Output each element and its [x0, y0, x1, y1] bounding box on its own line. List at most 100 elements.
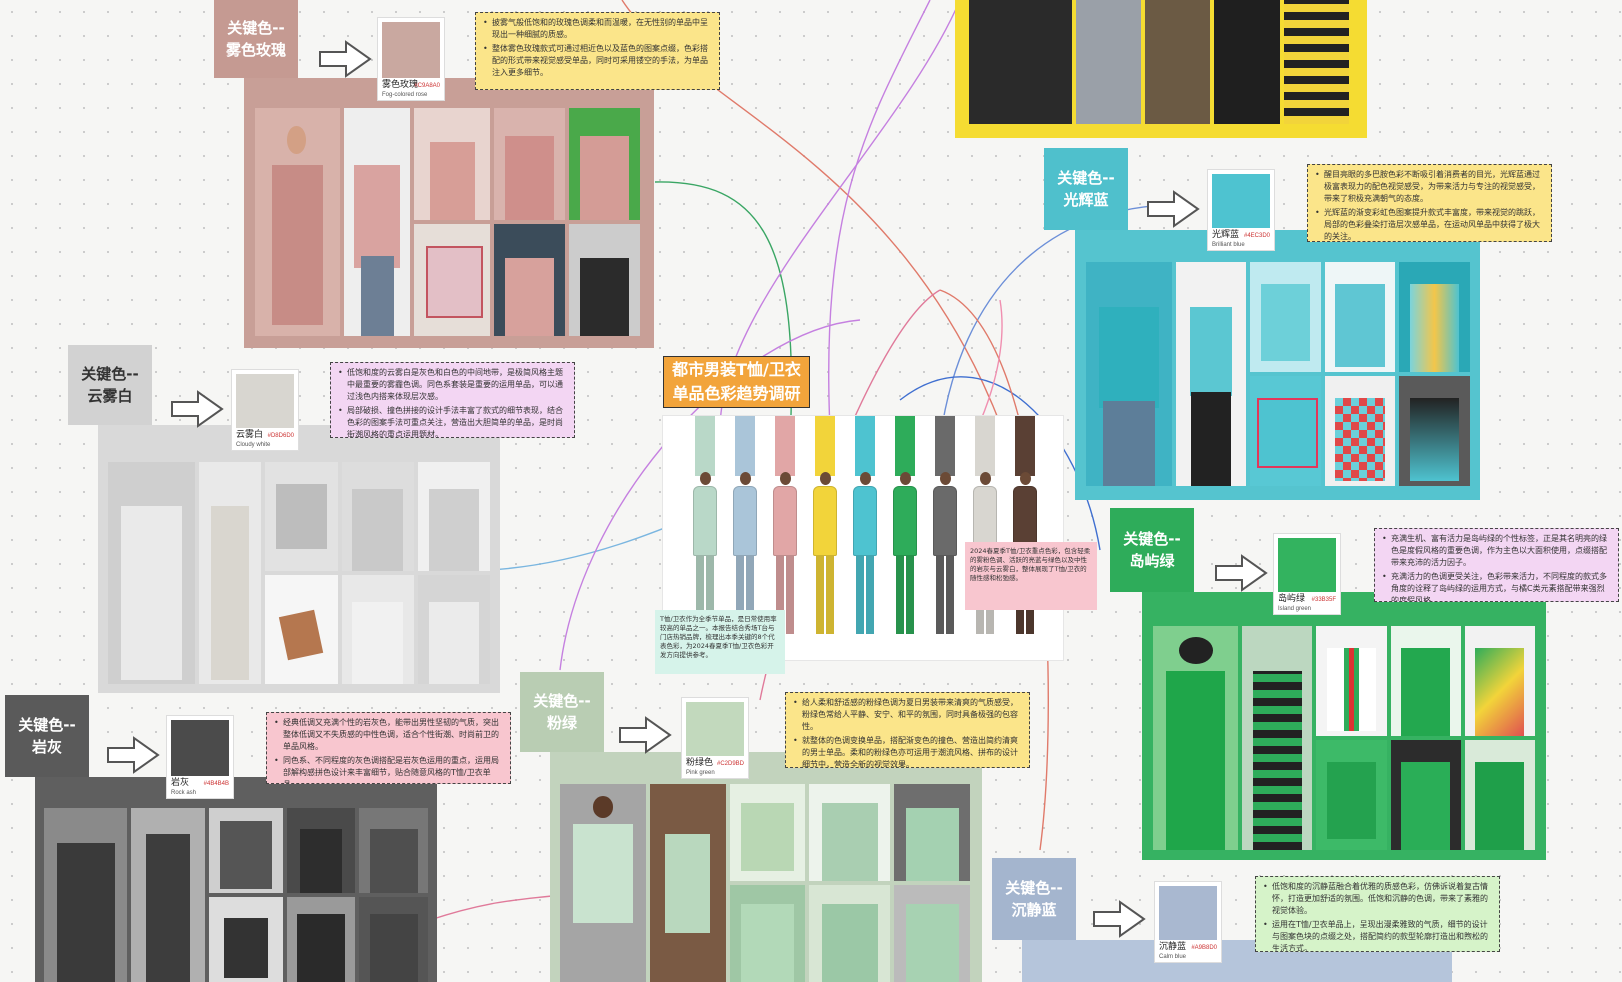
arrow-right-icon: [171, 390, 224, 428]
runway-card: [663, 416, 1063, 660]
photo: [1464, 740, 1535, 850]
photo: [1390, 626, 1461, 736]
note-rose: 披雾气般低饱和的玫瑰色调柔和而温暖，在无性别的单品中呈现出一种细腻的质感。整体雾…: [475, 12, 720, 90]
tag-green: 关键色-- 岛屿绿: [1110, 508, 1194, 592]
color-strip: [935, 416, 955, 476]
color-strip: [695, 416, 715, 476]
photo-grid-mint: [560, 784, 970, 982]
photo: [341, 462, 414, 571]
photo: [809, 885, 891, 982]
photo-grid-cloud: [108, 462, 490, 684]
photo: [494, 108, 566, 220]
arrow-right-icon: [107, 736, 160, 774]
runway-model: [772, 472, 798, 642]
photo: [44, 808, 128, 982]
photo: [1464, 626, 1535, 736]
arrow-right-icon: [319, 40, 372, 78]
photo: [209, 808, 283, 893]
photo: [108, 462, 195, 684]
photo: [729, 784, 806, 881]
connector-line: [899, 376, 1101, 551]
photo: [729, 885, 806, 982]
photo: [414, 224, 491, 336]
photo: [1283, 0, 1349, 124]
photo: [359, 897, 428, 982]
photo: [344, 108, 411, 336]
center-note-right: 2024春夏季T恤/卫衣重点色彩，包含轻柔的雾粉色调、活跃的亮蓝与绿色以及中性的…: [965, 542, 1097, 610]
runway-model: [812, 472, 838, 642]
photo: [265, 462, 338, 571]
center-note-left: T恤/卫衣作为全季节单品，是日常使用率较高的单品之一。本报告结合秀场T台与门店热…: [655, 610, 785, 674]
photo: [286, 897, 356, 982]
color-strip: [775, 416, 795, 476]
photo: [341, 575, 414, 684]
note-calm: 低饱和度的沉静蓝融合着优雅的质感色彩，仿佛诉说着复古情怀，打造更加舒适的氛围。低…: [1255, 876, 1500, 952]
photo: [265, 575, 338, 684]
photo: [1175, 262, 1247, 486]
runway-model: [892, 472, 918, 642]
title-line-2: 单品色彩趋势调研: [672, 384, 801, 403]
tag-slate: 关键色-- 岩灰: [5, 695, 89, 777]
photo: [569, 224, 640, 336]
tag-blue: 关键色-- 光辉蓝: [1044, 148, 1128, 230]
photo: [1242, 626, 1313, 850]
photo-grid-slate: [44, 808, 428, 982]
photo-grid-rose: [255, 108, 640, 336]
photo: [969, 0, 1072, 124]
arrow-right-icon: [1215, 554, 1268, 592]
photo-grid-blue: [1086, 262, 1470, 486]
photo: [1250, 262, 1321, 372]
color-strip: [735, 416, 755, 476]
tag-calm: 关键色-- 沉静蓝: [992, 858, 1076, 940]
photo: [1214, 0, 1280, 124]
photo: [1075, 0, 1141, 124]
photo: [894, 885, 970, 982]
photo: [560, 784, 646, 982]
note-green: 充满生机、富有活力是岛屿绿的个性标签，正是其名明亮的绿色是度假风格的重要色调，作…: [1374, 528, 1619, 602]
photo: [198, 462, 262, 684]
note-blue: 醒目亮眼的多巴胺色彩不断吸引着消费者的目光，光辉蓝通过极富表现力的配色视觉感受，…: [1307, 164, 1552, 242]
photo: [417, 462, 490, 571]
title-line-1: 都市男装T恤/卫衣: [672, 360, 801, 379]
connector-line: [939, 204, 1191, 441]
photo: [894, 784, 970, 881]
photo-grid-green: [1153, 626, 1535, 850]
note-slate: 经典低调又充满个性的岩灰色，能带出男性坚韧的气质，突出整体低调又不失质感的中性色…: [266, 712, 511, 784]
runway-model: [932, 472, 958, 642]
color-strip: [815, 416, 835, 476]
photo: [1316, 626, 1387, 736]
photo: [649, 784, 726, 982]
tag-rose: 关键色-- 雾色玫瑰: [214, 0, 298, 78]
tag-mint: 关键色-- 粉绿: [520, 672, 604, 752]
photo: [494, 224, 566, 336]
photo: [1144, 0, 1211, 124]
photo: [209, 897, 283, 982]
color-strip: [895, 416, 915, 476]
tag-cloud: 关键色-- 云雾白: [68, 345, 152, 425]
arrow-right-icon: [1093, 900, 1146, 938]
photo: [1250, 376, 1321, 486]
photo: [255, 108, 341, 336]
photo: [569, 108, 640, 220]
color-strip: [1015, 416, 1035, 476]
runway-model: [852, 472, 878, 642]
photo: [1316, 740, 1387, 850]
photo: [1153, 626, 1239, 850]
arrow-right-icon: [619, 716, 672, 754]
arrow-right-icon: [1147, 190, 1200, 228]
connector-line: [828, 0, 931, 431]
note-mint: 给人柔和舒适感的粉绿色调为夏日男装带来清爽的气质感受，粉绿色常给人平静、安宁、和…: [785, 692, 1030, 768]
photo: [359, 808, 428, 893]
photo: [1399, 376, 1470, 486]
photo: [1324, 376, 1396, 486]
photo: [131, 808, 205, 982]
photo: [1086, 262, 1172, 486]
color-strip: [855, 416, 875, 476]
